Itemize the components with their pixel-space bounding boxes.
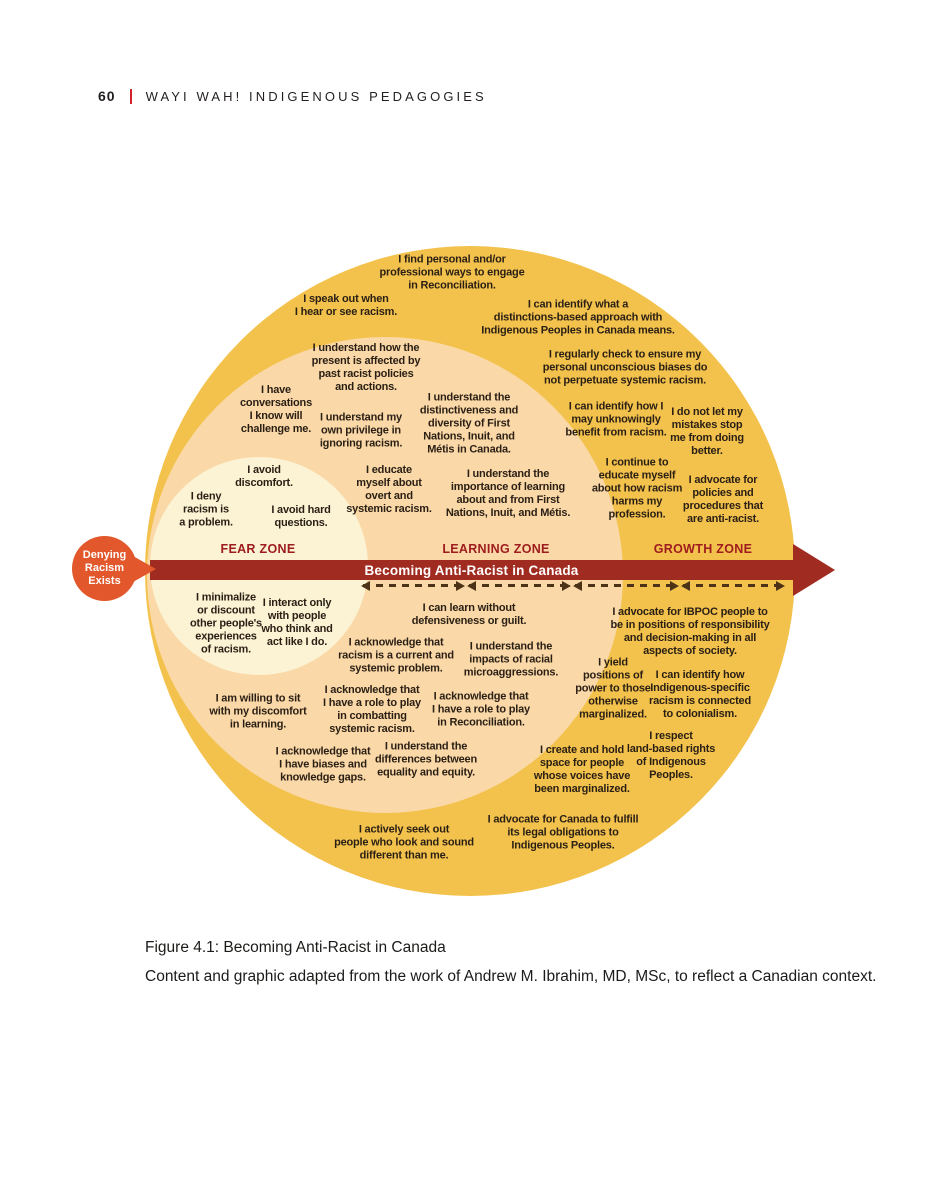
growth-zone-label: GROWTH ZONE (653, 542, 753, 556)
dashed-double-arrow-icon (467, 580, 571, 591)
statement-growth-1: I find personal and/or professional ways… (379, 253, 525, 292)
statement-learning-3: I understand my own privilege in ignorin… (319, 411, 403, 450)
header-divider-bar (129, 88, 132, 104)
denying-racism-badge: Denying Racism Exists (72, 536, 137, 601)
statement-learning-14: I understand the differences between equ… (375, 740, 477, 779)
statement-learning-9: I understand the impacts of racial micro… (463, 640, 559, 679)
denying-racism-badge-label: Denying Racism Exists (82, 548, 127, 588)
statement-learning-11: I acknowledge that I have a role to play… (323, 684, 421, 735)
statement-learning-8: I acknowledge that racism is a current a… (338, 636, 454, 675)
statement-growth-12: I respect land-based rights of Indigenou… (626, 730, 716, 781)
axis-label: Becoming Anti-Racist in Canada (364, 562, 579, 578)
statement-growth-4: I regularly check to ensure my personal … (542, 348, 708, 387)
statement-learning-2: I have conversations I know will challen… (240, 384, 312, 435)
axis-arrowhead-icon (793, 544, 835, 596)
statement-learning-13: I acknowledge that I have biases and kno… (275, 745, 371, 784)
statement-learning-10: I am willing to sit with my discomfort i… (209, 692, 307, 731)
axis-band: Becoming Anti-Racist in Canada (150, 560, 793, 580)
statement-growth-14: I actively seek out people who look and … (334, 823, 474, 862)
statement-fear-4: I minimalize or discount other people's … (190, 591, 262, 656)
learning-zone-label: LEARNING ZONE (442, 542, 550, 556)
statement-growth-2: I speak out when I hear or see racism. (294, 293, 398, 318)
statement-learning-7: I can learn without defensiveness or gui… (411, 602, 527, 627)
statement-growth-3: I can identify what a distinctions-based… (481, 298, 675, 337)
statement-learning-6: I understand the importance of learning … (445, 468, 571, 519)
statement-fear-3: I avoid hard questions. (271, 504, 331, 529)
badge-arrow-icon (133, 556, 156, 582)
statement-growth-10: I yield positions of power to those othe… (575, 656, 651, 721)
book-title: WAYI WAH! INDIGENOUS PEDAGOGIES (145, 88, 487, 104)
statement-growth-8: I advocate for policies and procedures t… (682, 474, 764, 525)
statement-growth-15: I advocate for Canada to fulfill its leg… (487, 813, 639, 852)
statement-growth-6: I do not let my mistakes stop me from do… (670, 406, 744, 457)
page-header: 60 WAYI WAH! INDIGENOUS PEDAGOGIES (98, 88, 487, 104)
figure-caption-credit: Content and graphic adapted from the wor… (145, 968, 877, 985)
statement-fear-5: I interact only with people who think an… (261, 597, 333, 648)
statement-learning-12: I acknowledge that I have a role to play… (432, 690, 530, 729)
statement-growth-7: I continue to educate myself about how r… (591, 456, 683, 521)
figure-caption-title: Figure 4.1: Becoming Anti-Racist in Cana… (145, 939, 446, 956)
statement-fear-1: I avoid discomfort. (235, 464, 293, 489)
statement-growth-9: I advocate for IBPOC people to be in pos… (610, 606, 770, 657)
statement-fear-2: I deny racism is a problem. (179, 490, 233, 529)
dashed-double-arrow-icon (681, 580, 785, 591)
statement-learning-5: I educate myself about overt and systemi… (346, 464, 432, 515)
anti-racism-zones-diagram: FEAR ZONE LEARNING ZONE GROWTH ZONE Beco… (72, 246, 835, 896)
statement-growth-13: I create and hold space for people whose… (533, 744, 631, 795)
fear-zone-label: FEAR ZONE (220, 542, 296, 556)
statement-learning-1: I understand how the present is affected… (311, 342, 421, 393)
page-number: 60 (98, 88, 116, 104)
dashed-double-arrow-icon (361, 580, 465, 591)
statement-growth-5: I can identify how I may unknowingly ben… (565, 400, 667, 439)
statement-growth-11: I can identify how Indigenous-specific r… (649, 669, 751, 720)
dashed-double-arrow-icon (573, 580, 679, 591)
figure-caption: Figure 4.1: Becoming Anti-Racist in Cana… (145, 939, 876, 986)
statement-learning-4: I understand the distinctiveness and div… (419, 391, 519, 456)
